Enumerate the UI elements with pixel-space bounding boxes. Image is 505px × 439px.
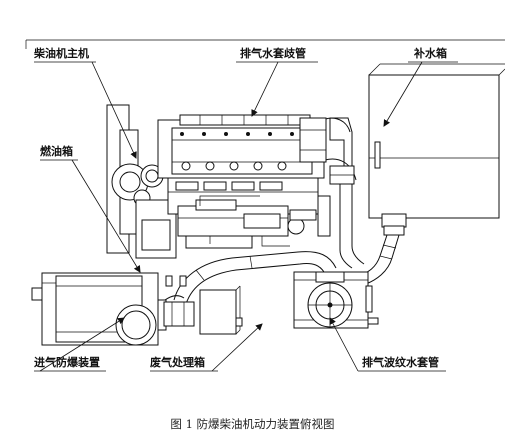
exhaust-bend-pipe xyxy=(318,118,364,268)
diesel-engine-body xyxy=(107,105,330,258)
label-corrugated-jacket-pipe: 排气波纹水套管 xyxy=(362,356,439,369)
label-exhaust-treatment-box: 废气处理箱 xyxy=(150,356,205,369)
figure-caption: 图 1 防爆柴油机动力装置俯视图 xyxy=(170,417,335,431)
label-exhaust-jacket-pipe: 排气水套歧管 xyxy=(240,47,306,60)
label-makeup-tank: 补水箱 xyxy=(414,47,447,60)
makeup-water-tank xyxy=(369,64,505,218)
label-fuel-tank: 燃油箱 xyxy=(40,145,73,158)
exhaust-treatment-box xyxy=(200,286,242,334)
label-intake-explosion-proof: 进气防爆装置 xyxy=(34,356,100,369)
makeup-connection-pipe xyxy=(360,214,406,284)
leader-lines xyxy=(34,62,458,371)
intake-explosion-proof-device xyxy=(32,273,158,345)
corrugated-jacket-housing xyxy=(294,272,378,328)
label-main-engine: 柴油机主机 xyxy=(34,47,89,60)
drawing-frame xyxy=(26,40,505,49)
